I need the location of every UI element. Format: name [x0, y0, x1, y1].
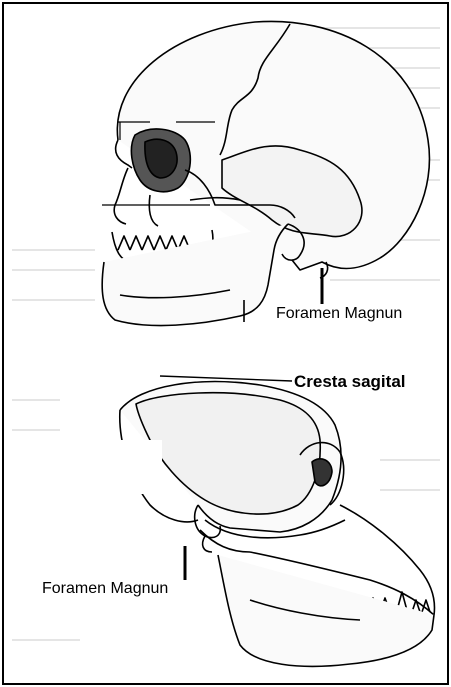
cresta-pointer	[160, 376, 292, 381]
foramen-magnum-label-top: Foramen Magnun	[276, 305, 402, 323]
sagittal-crest-label: Cresta sagital	[294, 372, 406, 392]
foramen-magnum-label-bottom: Foramen Magnun	[42, 580, 168, 598]
blank-label-box-2	[22, 440, 162, 494]
blank-label-box	[208, 323, 293, 353]
blank-label-box-3	[58, 523, 178, 573]
